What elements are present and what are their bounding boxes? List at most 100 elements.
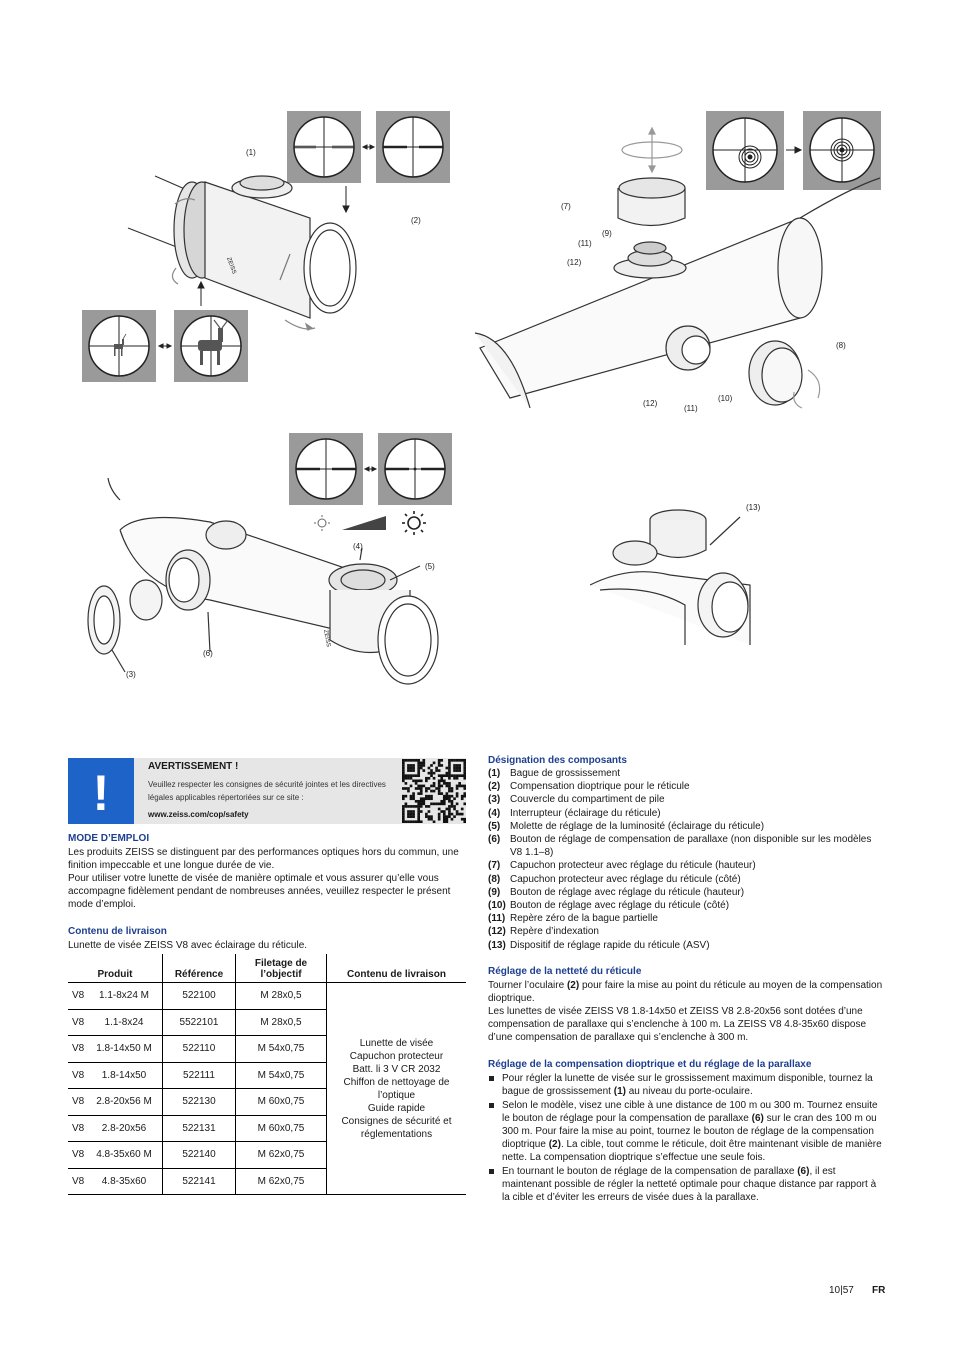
composants-list: (1) Bague de grossissement (2)Compensatio… <box>488 767 883 952</box>
sun-dim-icon <box>314 515 330 531</box>
composants-title: Désignation des composants <box>488 755 627 766</box>
callout-2: (2) <box>411 216 421 225</box>
list-item: Selon le modèle, visez une cible à une d… <box>488 1099 883 1164</box>
row-ref: 522100 <box>162 982 236 1010</box>
list-item: En tournant le bouton de réglage de la c… <box>488 1165 883 1204</box>
callout-6: (6) <box>203 649 213 658</box>
item-number: (10) <box>488 900 506 912</box>
item-text: Capuchon protecteur avec réglage du réti… <box>510 860 756 872</box>
text-run: , il est maintenant possible de régler l… <box>502 1166 877 1203</box>
list-item: (13)Dispositif de réglage rapide du réti… <box>488 939 883 952</box>
text-run: sur le cran des 100 m ou 300 m. Pour fai… <box>502 1113 877 1150</box>
reticle-box-sharp <box>376 111 450 183</box>
item-text: Capuchon protecteur avec réglage du réti… <box>510 873 741 885</box>
list-item: (9)Bouton de réglage avec réglage du rét… <box>488 886 883 899</box>
row-prefix: V8 <box>72 990 85 1002</box>
row-thread: M 28x0,5 <box>235 1009 327 1036</box>
row-size: 1.1-8x24 <box>104 1016 144 1028</box>
list-item: (12)Repère d’indexation <box>488 925 883 938</box>
header-reference: Référence <box>162 954 236 983</box>
header-produit: Produit <box>68 954 163 983</box>
ref-number: (2) <box>548 1139 561 1150</box>
reticle-box-zoomed <box>174 310 248 382</box>
callout-5: (5) <box>425 562 435 571</box>
exclamation-icon: ! <box>68 758 134 824</box>
text-run: Pour régler la lunette de visée sur le g… <box>502 1073 873 1097</box>
row-thread: M 62x0,75 <box>235 1141 327 1169</box>
item-text: Bouton de réglage avec réglage du réticu… <box>510 900 730 912</box>
sun-bright-icon <box>402 511 426 535</box>
reticle-box-blurred <box>287 111 361 183</box>
row-size: 4.8-35x60 M <box>96 1149 152 1161</box>
row-thread: M 54x0,75 <box>235 1035 327 1063</box>
parallaxe-title: Réglage de la compensation dioptrique et… <box>488 1059 812 1070</box>
delivery-table: Produit Référence Filetage de l’objectif… <box>68 954 466 1195</box>
scope-illumination-drawing <box>87 477 439 685</box>
ref-number: (6) <box>751 1113 764 1124</box>
row-ref: 5522101 <box>162 1009 236 1036</box>
row-size: 4.8-35x60 <box>101 1175 147 1187</box>
ref-number: (2) <box>566 980 580 991</box>
text-run: En tournant le bouton de réglage de la c… <box>502 1166 798 1177</box>
row-size: 1.8-14x50 <box>101 1069 147 1081</box>
nettete-body: Tourner l’oculaire (2) pour faire la mis… <box>488 979 883 1044</box>
row-prefix: V8 <box>72 1096 85 1108</box>
contenu-intro: Lunette de visée ZEISS V8 avec éclairage… <box>68 940 308 951</box>
callout-10: (10) <box>718 394 733 403</box>
item-text: Bague de grossissement <box>510 768 621 779</box>
nettete-paragraph-2: Les lunettes de visée ZEISS V8 1.8-14x50… <box>488 1006 867 1043</box>
item-text: Interrupteur (éclairage du réticule) <box>510 807 661 819</box>
brightness-ramp-icon <box>342 516 386 530</box>
figure-magnification-diopter: ZEISS <box>80 108 460 388</box>
warning-url[interactable]: www.zeiss.com/cop/safety <box>148 810 249 819</box>
item-number: (1) <box>488 768 501 779</box>
list-item: (2)Compensation dioptrique pour le rétic… <box>488 780 883 793</box>
callout-11a: (11) <box>578 239 592 248</box>
row-size: 2.8-20x56 M <box>96 1096 152 1108</box>
item-text: Compensation dioptrique pour le réticule <box>510 781 690 793</box>
list-item: (7)Capuchon protecteur avec réglage du r… <box>488 859 883 872</box>
target-icon <box>738 145 762 169</box>
page-number: 10|57 <box>829 1285 854 1296</box>
row-size: 1.8-14x50 M <box>96 1043 152 1055</box>
nettete-paragraph-1: Tourner l’oculaire (2) pour faire la mis… <box>488 979 883 1005</box>
item-number: (8) <box>488 873 501 885</box>
item-number: (3) <box>488 794 501 806</box>
row-ref: 522110 <box>162 1035 236 1063</box>
row-thread: M 62x0,75 <box>235 1168 327 1195</box>
list-item: Pour régler la lunette de visée sur le g… <box>488 1072 883 1098</box>
parallaxe-list: Pour régler la lunette de visée sur le g… <box>488 1072 883 1205</box>
row-thread: M 60x0,75 <box>235 1088 327 1116</box>
svg-text:ZEISS: ZEISS <box>225 257 237 275</box>
row-thread: M 54x0,75 <box>235 1062 327 1089</box>
callout-3: (3) <box>126 670 136 679</box>
list-item: (11)Repère zéro de la bague partielle <box>488 912 883 925</box>
delivery-contents: Lunette de visée Capuchon protecteur Bat… <box>326 982 466 1195</box>
warning-text: Veuillez respecter les consignes de sécu… <box>148 780 386 802</box>
figure-asv-turret: (13) <box>590 495 780 645</box>
mode-emploi-body: Les produits ZEISS se distinguent par de… <box>68 847 459 910</box>
row-prefix: V8 <box>72 1175 85 1187</box>
reticle-box-illum-on <box>378 433 452 505</box>
item-text: Molette de réglage de la luminosité (écl… <box>510 820 765 832</box>
item-number: (6) <box>488 834 501 846</box>
scope-marking: ZEISS <box>322 629 331 647</box>
callout-13: (13) <box>746 503 761 512</box>
item-text: Bouton de réglage de compensation de par… <box>510 834 872 859</box>
target-icon <box>830 138 854 162</box>
qr-code-icon[interactable] <box>402 759 466 823</box>
row-size: 2.8-20x56 <box>101 1122 147 1134</box>
callout-7: (7) <box>561 202 571 211</box>
item-number: (12) <box>488 926 506 938</box>
list-item: (1) Bague de grossissement <box>488 767 883 780</box>
item-number: (5) <box>488 820 501 832</box>
callout-12a: (12) <box>567 258 582 267</box>
row-prefix: V8 <box>72 1122 85 1134</box>
page-language: FR <box>872 1285 886 1296</box>
